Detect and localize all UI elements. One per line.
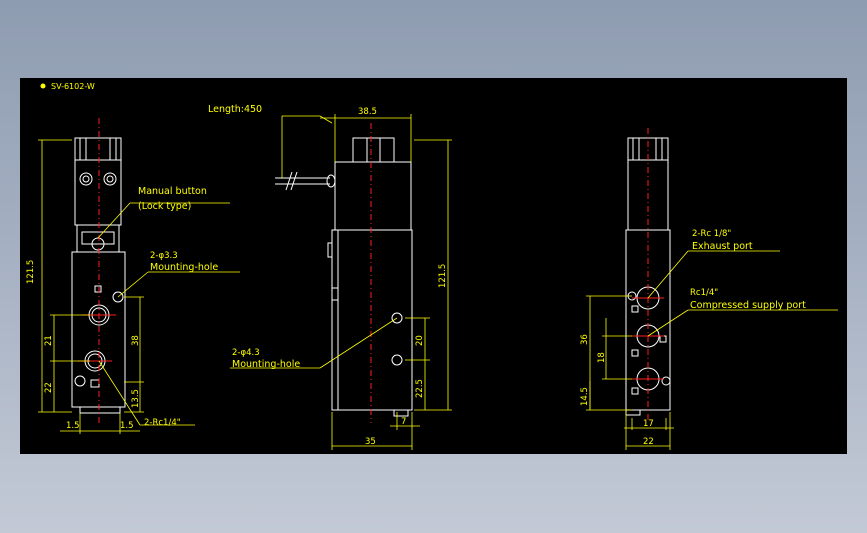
dim-36: 36 (580, 334, 590, 345)
dim-17: 17 (643, 419, 654, 429)
dim-1-5-left: 1.5 (66, 421, 80, 431)
dim-14-5: 14.5 (580, 387, 590, 406)
dim-overall-height: 121.5 (26, 260, 36, 284)
coil-connector (74, 137, 122, 161)
dim-35: 35 (365, 437, 376, 447)
lock-type-label: (Lock type) (138, 201, 191, 212)
dim-18: 18 (597, 352, 607, 363)
supply-port-label: Compressed supply port (690, 300, 806, 311)
port-label: 2-Rc1/4" (144, 418, 181, 428)
drawing-title: SV-6102-W (51, 82, 95, 91)
technical-drawing: SV-6102-W 121.5 (26, 82, 838, 450)
dim-22-5: 22.5 (415, 379, 425, 398)
middle-view: Length:450 38.5 121.5 20 22.5 35 7 2-φ4.… (208, 104, 452, 450)
mount-hole (112, 291, 124, 303)
mount-hole-label: Mounting-hole (232, 359, 300, 370)
dim-13-5: 13.5 (131, 389, 141, 408)
mount-hole-spec: 2-φ3.3 (150, 251, 178, 261)
supply-spec: Rc1/4" (690, 288, 718, 298)
dim-22: 22 (44, 382, 54, 393)
dim-overall-height: 121.5 (438, 264, 448, 288)
mount-hole (391, 312, 403, 324)
left-view: 121.5 21 22 38 13.5 1.5 1.5 Manual butto… (26, 118, 240, 434)
manual-button-label: Manual button (138, 186, 207, 197)
dim-22: 22 (643, 437, 654, 447)
exhaust-port-label: Exhaust port (692, 241, 753, 252)
coil-connector (352, 137, 395, 163)
dim-38-5: 38.5 (358, 107, 377, 117)
dim-7: 7 (401, 417, 406, 427)
cad-drawing-canvas: SV-6102-W 121.5 (20, 78, 847, 454)
dim-38: 38 (131, 335, 141, 346)
solenoid-body (334, 161, 412, 231)
cable-length-label: Length:450 (208, 104, 262, 115)
title-bullet-icon (40, 83, 46, 89)
right-view: 36 18 14.5 22 17 2-Rc 1/8" Exhaust port … (580, 128, 838, 450)
dim-1-5-right: 1.5 (120, 421, 134, 431)
mount-hole-label: Mounting-hole (150, 262, 218, 273)
solenoid-body (74, 159, 122, 226)
exhaust-spec: 2-Rc 1/8" (692, 229, 731, 239)
dim-21: 21 (44, 335, 54, 346)
mount-hole-spec: 2-φ4.3 (232, 348, 260, 358)
valve-body (331, 229, 413, 411)
dim-20: 20 (415, 335, 425, 346)
